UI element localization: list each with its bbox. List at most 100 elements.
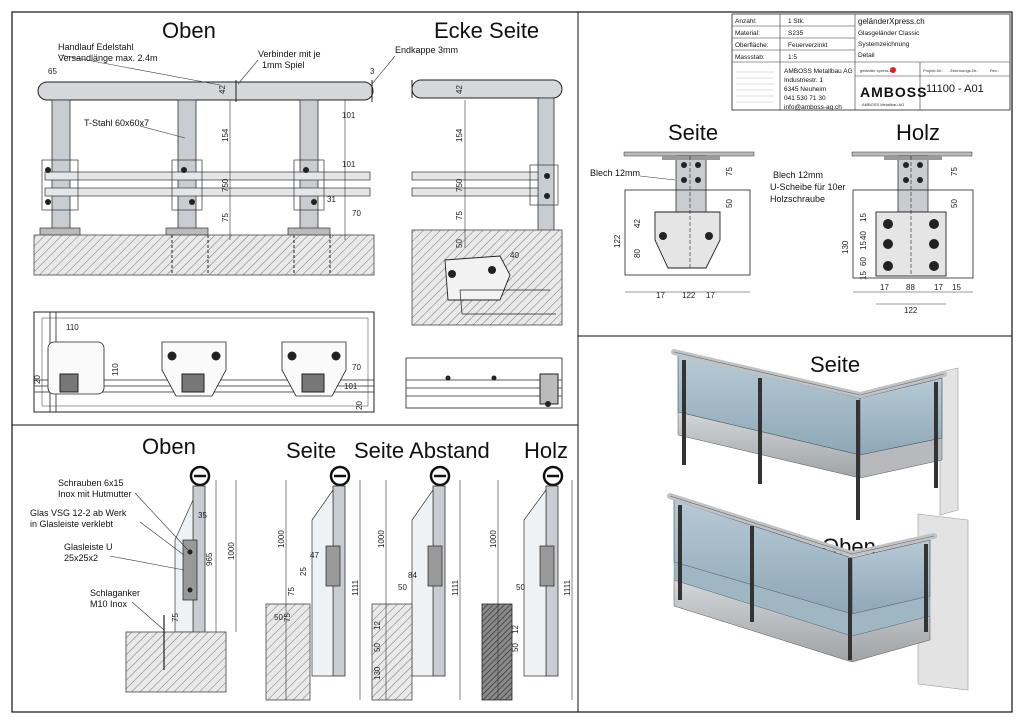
tb-massstab-label: Massstab: xyxy=(735,54,765,61)
dim-h50: 50 xyxy=(950,199,959,208)
tb-company: AMBOSS Metallbau AG xyxy=(784,68,853,75)
dim-plan-110-v: 110 xyxy=(111,363,120,376)
tb-product: Glasgeländer Classic xyxy=(858,30,920,37)
tb-brand: geländerXpress.ch xyxy=(858,17,925,26)
tb-anzahl-value: 1 Stk. xyxy=(788,18,805,25)
glass-rail-upper xyxy=(44,171,371,181)
dim-c12: 12 xyxy=(373,621,382,630)
label-holz-schraube: Holzschraube xyxy=(770,194,825,204)
label-tstahl: T-Stahl 60x60x7 xyxy=(84,118,149,128)
tb-detail: Detail xyxy=(858,52,875,59)
tb-fineprint xyxy=(736,71,774,103)
dim-s17a: 17 xyxy=(656,291,665,300)
tb-massstab-value: 1:5 xyxy=(788,54,797,61)
dim-d1111: 1111 xyxy=(563,579,572,596)
dim-ecke-75: 75 xyxy=(455,211,464,220)
dim-s42: 42 xyxy=(633,219,642,228)
dim-65: 65 xyxy=(48,67,57,76)
ecke-seite-view: Ecke Seite 42 154 750 75 50 40 xyxy=(411,18,563,326)
dim-c1000: 1000 xyxy=(377,530,386,548)
dim-plan-20b: 20 xyxy=(355,401,364,410)
dim-a965: 965 xyxy=(205,552,214,566)
dim-h15d: 15 xyxy=(952,283,961,292)
label-endkappe: Endkappe 3mm xyxy=(395,45,458,55)
plan-view: 110 110 20 70 101 20 xyxy=(33,311,375,413)
label-holz-blech: Blech 12mm xyxy=(773,170,823,180)
dim-h88: 88 xyxy=(906,283,915,292)
wood-beam xyxy=(481,603,513,701)
label-handlauf-length: Versandlänge max. 2.4m xyxy=(58,53,158,63)
dim-h130: 130 xyxy=(841,240,850,254)
dim-d50b: 50 xyxy=(511,643,520,652)
dim-154: 154 xyxy=(221,128,230,142)
dim-plan-110: 110 xyxy=(66,323,79,332)
dim-b75: 75 xyxy=(287,587,296,596)
tb-street: Industriestr. 1 xyxy=(784,77,823,84)
dim-d1000: 1000 xyxy=(489,530,498,548)
tb-phone: 041 530 71 30 xyxy=(784,95,826,102)
dim-c50: 50 xyxy=(398,583,407,592)
label-schrauben-type: Inox mit Hutmutter xyxy=(58,489,132,499)
sheet-frame xyxy=(11,11,1013,713)
dim-ecke-750: 750 xyxy=(455,178,464,192)
dim-b47: 47 xyxy=(310,551,319,560)
view-title-oben: Oben xyxy=(162,18,216,43)
dim-c1111: 1111 xyxy=(451,579,460,596)
label-handlauf: Handlauf Edelstahl xyxy=(58,42,134,52)
dim-h122: 122 xyxy=(904,306,918,315)
tb-projekt-label: Projekt-Nr.: xyxy=(923,68,943,73)
section-oben: Oben Schrauben 6x15 Inox mit Hutmutter G… xyxy=(30,434,237,693)
dim-b25: 25 xyxy=(299,567,308,576)
swiss-cross-icon xyxy=(890,67,896,73)
plate-title-holz: Holz xyxy=(896,120,940,145)
dim-h15a: 15 xyxy=(859,213,868,222)
dim-plan-70: 70 xyxy=(352,363,361,372)
render-title-seite: Seite xyxy=(810,352,860,377)
post-left xyxy=(51,99,71,231)
plate-detail-holz: Holz Blech 12mm U-Scheibe für 10er Holzs… xyxy=(770,120,974,315)
tb-email: info@amboss-ag.ch xyxy=(784,104,842,111)
section-holz: Holz 1000 50 1111 12 50 xyxy=(481,438,573,701)
tb-rev-label: Rev.: xyxy=(990,68,999,73)
dim-b1111: 1111 xyxy=(351,579,360,596)
label-glas: Glas VSG 12-2 ab Werk xyxy=(30,508,127,518)
dim-101-mid: 101 xyxy=(342,160,356,169)
corner-base-plate xyxy=(444,255,511,301)
glass-rail-lower xyxy=(44,187,371,197)
title-block: Anzahl: 1 Stk. Material: S235 Oberfläche… xyxy=(731,13,1011,111)
tb-city: 6345 Neuheim xyxy=(784,86,826,93)
dim-a75: 75 xyxy=(171,613,180,622)
dim-d12: 12 xyxy=(511,625,520,634)
dim-b1000: 1000 xyxy=(277,530,286,548)
render-seite: Seite xyxy=(671,349,959,520)
dim-d50: 50 xyxy=(516,583,525,592)
section-seite: Seite 1000 47 75 25 1111 75 50 xyxy=(265,438,361,701)
render-oben: Oben xyxy=(667,493,969,691)
base-plate-middle xyxy=(161,341,227,397)
tb-logo-small: geländer xpress.ch xyxy=(860,68,894,73)
plate-title-seite: Seite xyxy=(668,120,718,145)
dim-31: 31 xyxy=(327,195,336,204)
label-blech-seite: Blech 12mm xyxy=(590,168,640,178)
dim-h15c: 15 xyxy=(859,271,868,280)
dim-s122: 122 xyxy=(613,234,622,248)
dim-ecke-50: 50 xyxy=(455,239,464,248)
section-title-oben: Oben xyxy=(142,434,196,459)
dim-plan-101: 101 xyxy=(344,382,358,391)
plate-detail-seite: Seite Blech 12mm 75 50 42 122 80 17 122 … xyxy=(590,120,755,300)
dim-s75: 75 xyxy=(725,167,734,176)
concrete-slab xyxy=(33,234,375,276)
tb-zeichnung-label: Zeichnungs-Nr.: xyxy=(950,68,978,73)
dim-70: 70 xyxy=(352,209,361,218)
dim-h60: 60 xyxy=(859,257,868,266)
dim-c130: 130 xyxy=(373,666,382,680)
dim-ecke-40: 40 xyxy=(510,251,519,260)
tb-oberflaeche-label: Oberfläche: xyxy=(735,42,769,49)
concrete-section xyxy=(125,631,227,693)
dim-3: 3 xyxy=(370,67,375,76)
dim-b75b: 75 xyxy=(283,613,292,622)
tb-systemzeichnung: Systemzeichnung xyxy=(858,41,910,48)
post-middle xyxy=(177,99,197,231)
dim-42: 42 xyxy=(218,85,227,94)
label-glasleiste-size: 25x25x2 xyxy=(64,553,98,563)
